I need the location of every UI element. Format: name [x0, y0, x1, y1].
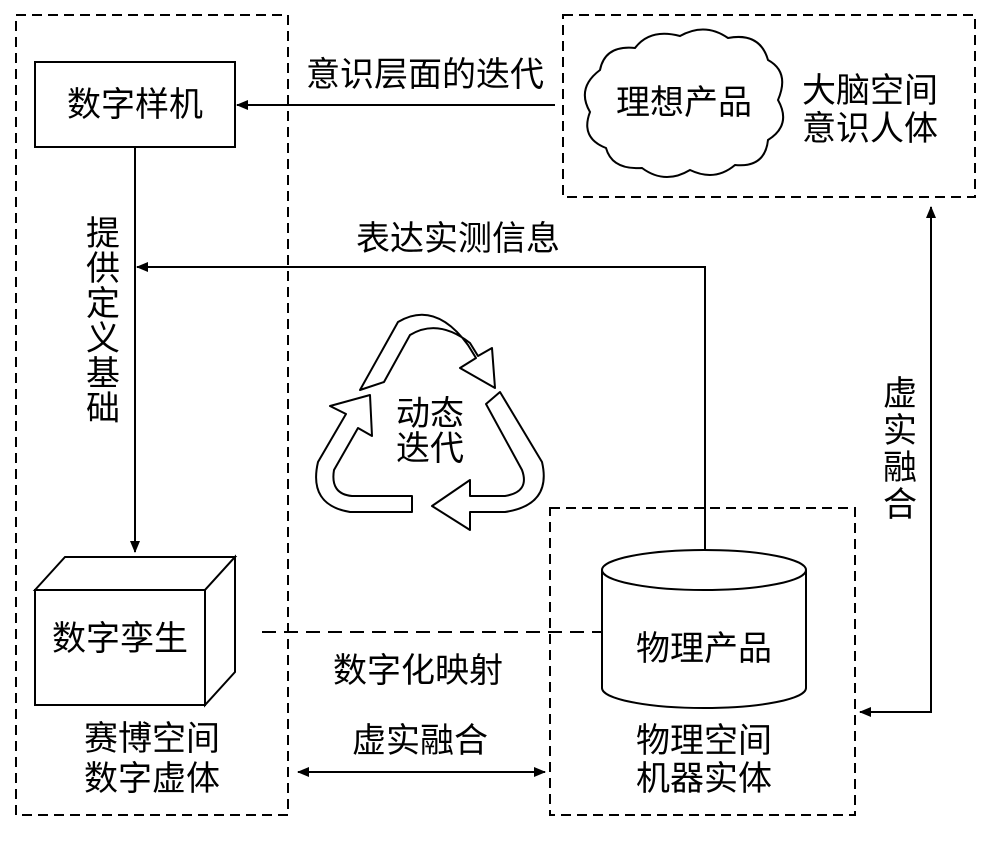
virtual-real-fusion-right-char-3: 合	[883, 485, 917, 525]
cyber-space-region	[15, 14, 289, 816]
definition-basis-char-3: 义	[86, 319, 120, 359]
virtual-real-fusion-right-char-1: 实	[883, 411, 917, 451]
brain-space-region	[562, 14, 976, 198]
definition-basis-char-2: 定	[86, 284, 120, 324]
definition-basis-char-1: 供	[86, 249, 120, 289]
physical-space-label-2: 机器实体	[636, 759, 772, 799]
digital-prototype-box	[34, 61, 236, 148]
physical-space-label-1: 物理空间	[636, 721, 772, 761]
physical-product-cylinder	[601, 549, 807, 709]
digital-twin-box	[32, 554, 238, 708]
physical-space-region	[549, 507, 856, 816]
measured-info-arrow	[136, 262, 706, 556]
digital-mapping-label: 数字化映射	[333, 651, 503, 691]
definition-basis-char-0: 提	[86, 214, 120, 254]
dynamic-iteration-label-1: 动态	[396, 394, 464, 434]
definition-basis-char-4: 基	[86, 354, 120, 394]
consciousness-iteration-label: 意识层面的迭代	[306, 55, 544, 95]
virtual-real-fusion-right-char-2: 融	[883, 448, 917, 488]
physical-product-label: 物理产品	[636, 629, 772, 669]
brain-space-label-2: 意识人体	[802, 109, 938, 149]
measured-info-label: 表达实测信息	[356, 219, 560, 259]
dynamic-iteration-cycle-icon	[315, 313, 545, 531]
cyber-space-label-2: 数字虚体	[84, 759, 220, 799]
virtual-real-fusion-right-char-0: 虚	[883, 374, 917, 414]
ideal-product-cloud	[583, 28, 785, 178]
digital-prototype-label: 数字样机	[67, 85, 203, 125]
virtual-real-fusion-right-arrow	[859, 206, 936, 717]
brain-space-label-1: 大脑空间	[802, 71, 938, 111]
ideal-product-label: 理想产品	[616, 83, 752, 123]
digital-twin-label: 数字孪生	[52, 619, 188, 659]
dynamic-iteration-label-2: 迭代	[396, 429, 464, 469]
definition-basis-char-5: 础	[86, 389, 120, 429]
virtual-real-fusion-bottom-label: 虚实融合	[352, 721, 488, 761]
cyber-space-label-1: 赛博空间	[84, 719, 220, 759]
